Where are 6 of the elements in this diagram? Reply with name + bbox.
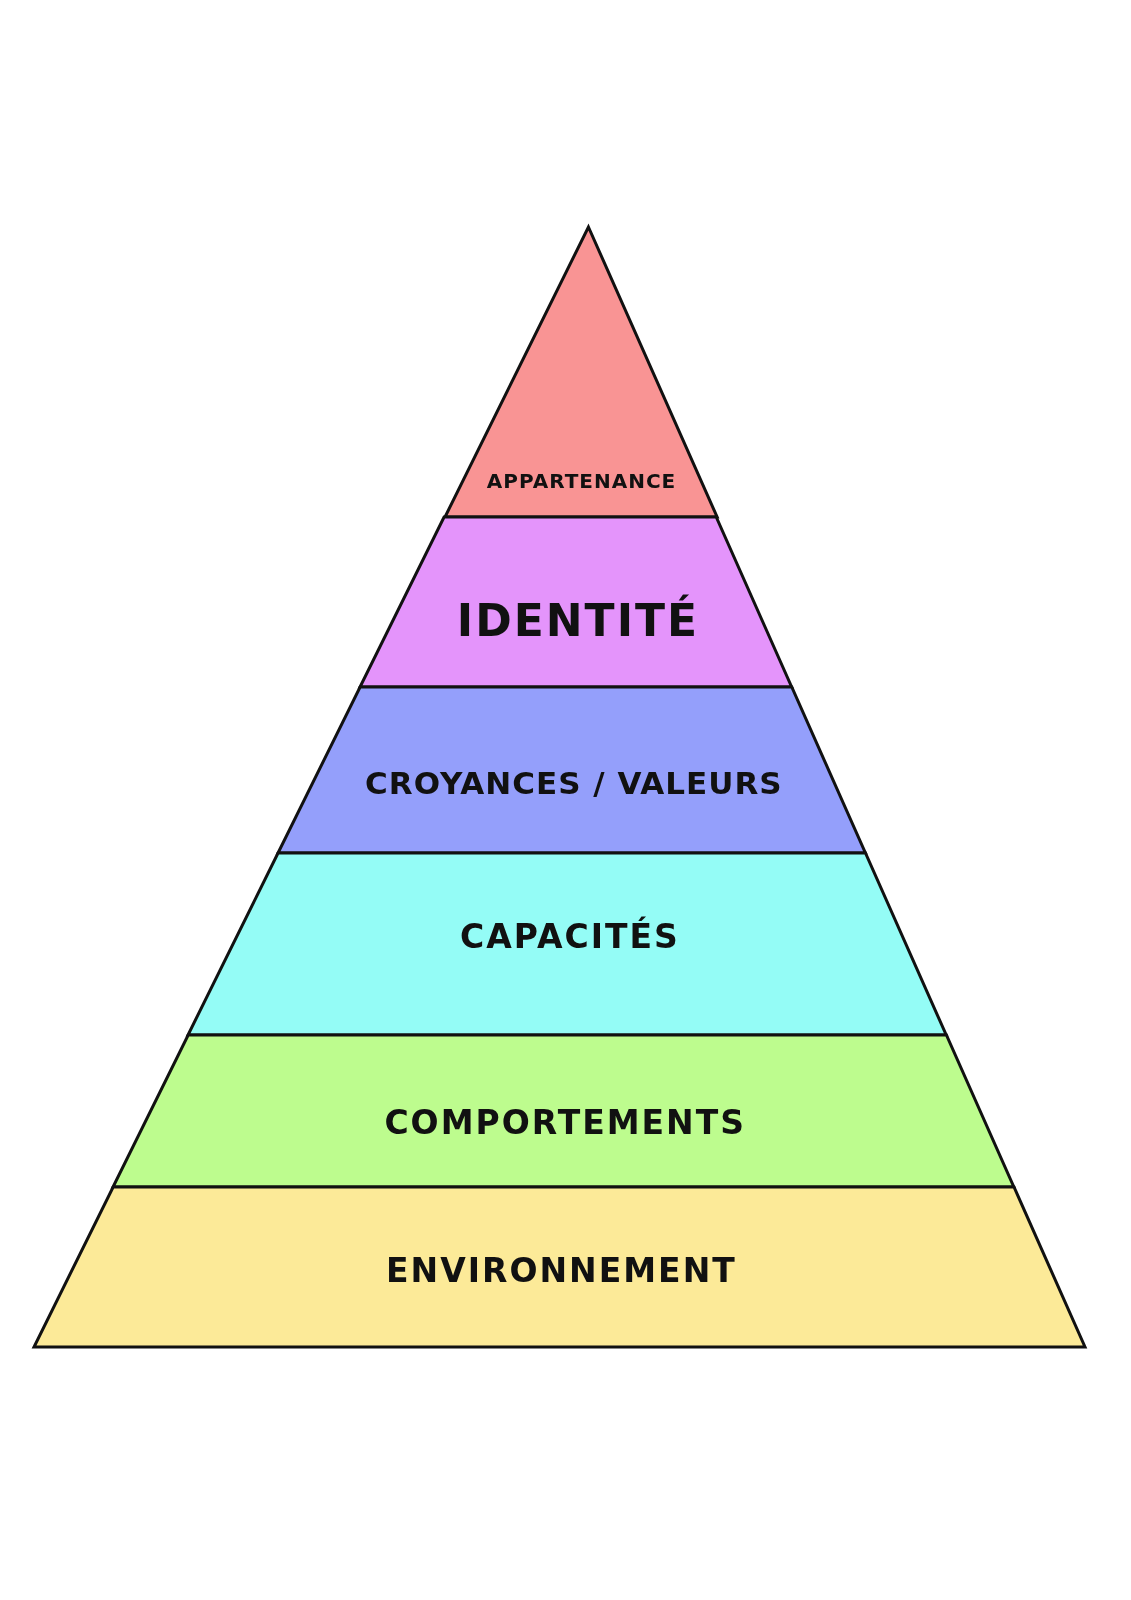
tier-label: CROYANCES / VALEURS: [365, 765, 783, 801]
tier-label: APPARTENANCE: [486, 470, 677, 492]
tier-label: COMPORTEMENTS: [384, 1104, 746, 1142]
tier-label: IDENTITÉ: [456, 596, 700, 646]
tier-label: CAPACITÉS: [460, 918, 680, 956]
tier-label: ENVIRONNEMENT: [386, 1252, 737, 1290]
